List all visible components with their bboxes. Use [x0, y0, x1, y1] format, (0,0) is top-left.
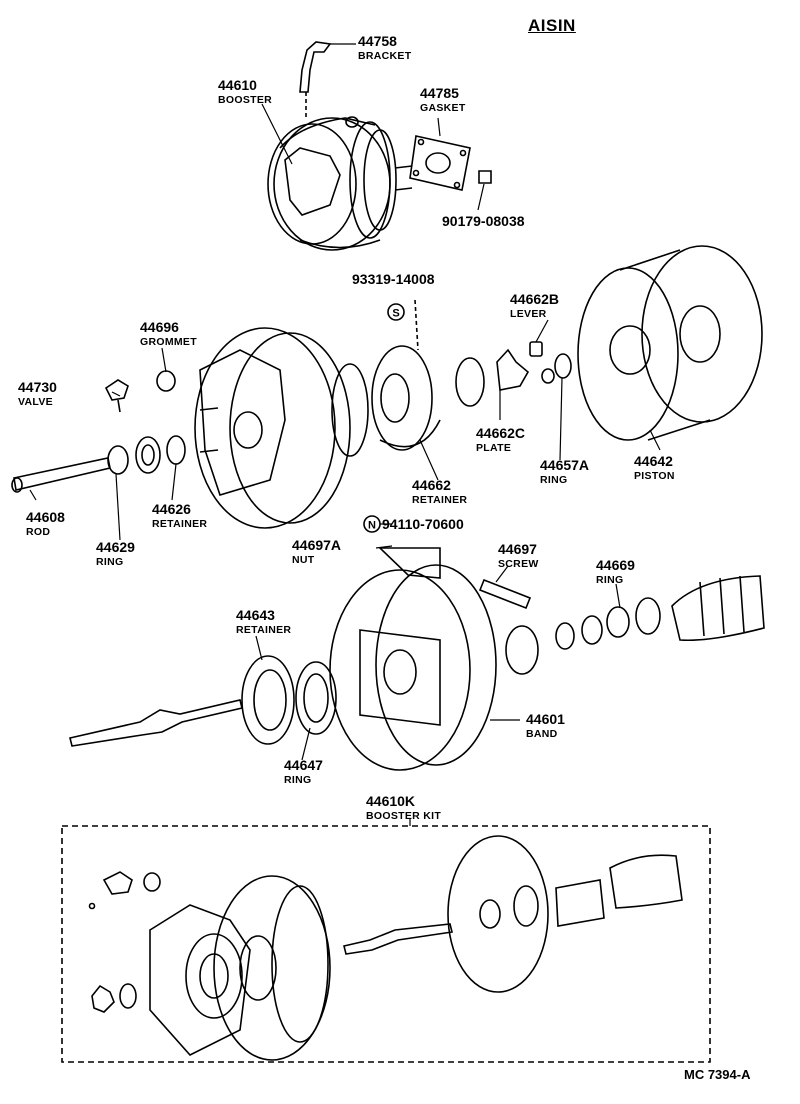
part-label-bracket: 44758 BRACKET: [358, 34, 411, 62]
part-name: RING: [596, 574, 624, 586]
n-marker: N: [364, 516, 380, 532]
part-label-retainer-44626: 44626 RETAINER: [152, 502, 207, 530]
part-number: 44626: [152, 501, 191, 517]
part-name: RING: [540, 474, 568, 486]
part-name: RING: [284, 774, 312, 786]
part-label-ring-44629: 44629 RING: [96, 540, 135, 568]
part-number: 44697: [498, 541, 537, 557]
part-name: RETAINER: [236, 624, 292, 636]
part-name: NUT: [292, 554, 315, 566]
part-name: GROMMET: [140, 336, 197, 348]
part-label-rod: 44608 ROD: [26, 510, 65, 538]
part-name: RETAINER: [152, 518, 208, 530]
part-label-booster-kit: 44610K BOOSTER KIT: [366, 794, 441, 822]
part-label-nut-90179: 90179-08038: [442, 214, 525, 230]
part-number: 44657A: [540, 457, 590, 473]
part-name: LEVER: [510, 308, 547, 320]
lower-row-drawing: [70, 548, 764, 770]
part-number: 93319-14008: [352, 271, 435, 287]
part-name: BOOSTER: [218, 94, 273, 106]
middle-row-drawing: [12, 246, 762, 528]
leader-lines: [30, 44, 660, 826]
part-number: 44601: [526, 711, 565, 727]
part-number: 44697A: [292, 537, 342, 553]
n-marker-letter: N: [368, 520, 376, 532]
part-name: GASKET: [420, 102, 466, 114]
part-name: PISTON: [634, 470, 675, 482]
diagram-code: MC 7394-A: [684, 1067, 751, 1082]
part-label-valve: 44730 VALVE: [18, 380, 57, 408]
part-number: 44643: [236, 607, 275, 623]
part-name: PLATE: [476, 442, 512, 454]
part-name: ROD: [26, 526, 51, 538]
part-label-retainer-44662: 44662 RETAINER: [412, 478, 467, 506]
part-label-band: 44601 BAND: [526, 712, 565, 740]
part-name: RETAINER: [412, 494, 468, 506]
part-label-nut-44697a: 44697A NUT: [292, 538, 341, 566]
part-number: 44629: [96, 539, 135, 555]
part-label-ring-44669: 44669 RING: [596, 558, 635, 586]
s-marker-letter: S: [392, 308, 399, 320]
part-label-ring-44647: 44647 RING: [284, 758, 323, 786]
part-label-snap-93319: 93319-14008: [352, 272, 435, 288]
part-number: 44669: [596, 557, 635, 573]
part-label-retainer-44643: 44643 RETAINER: [236, 608, 291, 636]
part-number: 44610K: [366, 793, 416, 809]
part-label-plate: 44662C PLATE: [476, 426, 525, 454]
part-name: BOOSTER KIT: [366, 810, 442, 822]
part-label-screw: 44697 SCREW: [498, 542, 539, 570]
s-marker: S: [388, 304, 404, 320]
part-number: 44696: [140, 319, 179, 335]
part-name: SCREW: [498, 558, 539, 570]
part-label-lever: 44662B LEVER: [510, 292, 559, 320]
part-label-booster: 44610 BOOSTER: [218, 78, 272, 106]
part-number: 44647: [284, 757, 323, 773]
part-number: 44610: [218, 77, 257, 93]
booster-kit-drawing: [62, 826, 710, 1062]
part-label-gasket: 44785 GASKET: [420, 86, 466, 114]
part-number: 44785: [420, 85, 459, 101]
part-number: 44662C: [476, 425, 526, 441]
booster-assembly-drawing: [268, 42, 491, 250]
part-label-grommet: 44696 GROMMET: [140, 320, 197, 348]
part-number: 94110-70600: [382, 516, 464, 532]
part-name: RING: [96, 556, 124, 568]
part-name: VALVE: [18, 396, 53, 408]
part-label-nut-94110: 94110-70600: [382, 517, 464, 533]
part-number: 44662: [412, 477, 451, 493]
part-label-piston: 44642 PISTON: [634, 454, 675, 482]
part-number: 44662B: [510, 291, 560, 307]
brand-label: AISIN: [528, 16, 576, 35]
part-number: 90179-08038: [442, 213, 525, 229]
part-name: BRACKET: [358, 50, 412, 62]
part-number: 44730: [18, 379, 57, 395]
part-number: 44642: [634, 453, 673, 469]
part-number: 44758: [358, 33, 397, 49]
part-label-ring-44657a: 44657A RING: [540, 458, 589, 486]
part-name: BAND: [526, 728, 558, 740]
part-number: 44608: [26, 509, 65, 525]
